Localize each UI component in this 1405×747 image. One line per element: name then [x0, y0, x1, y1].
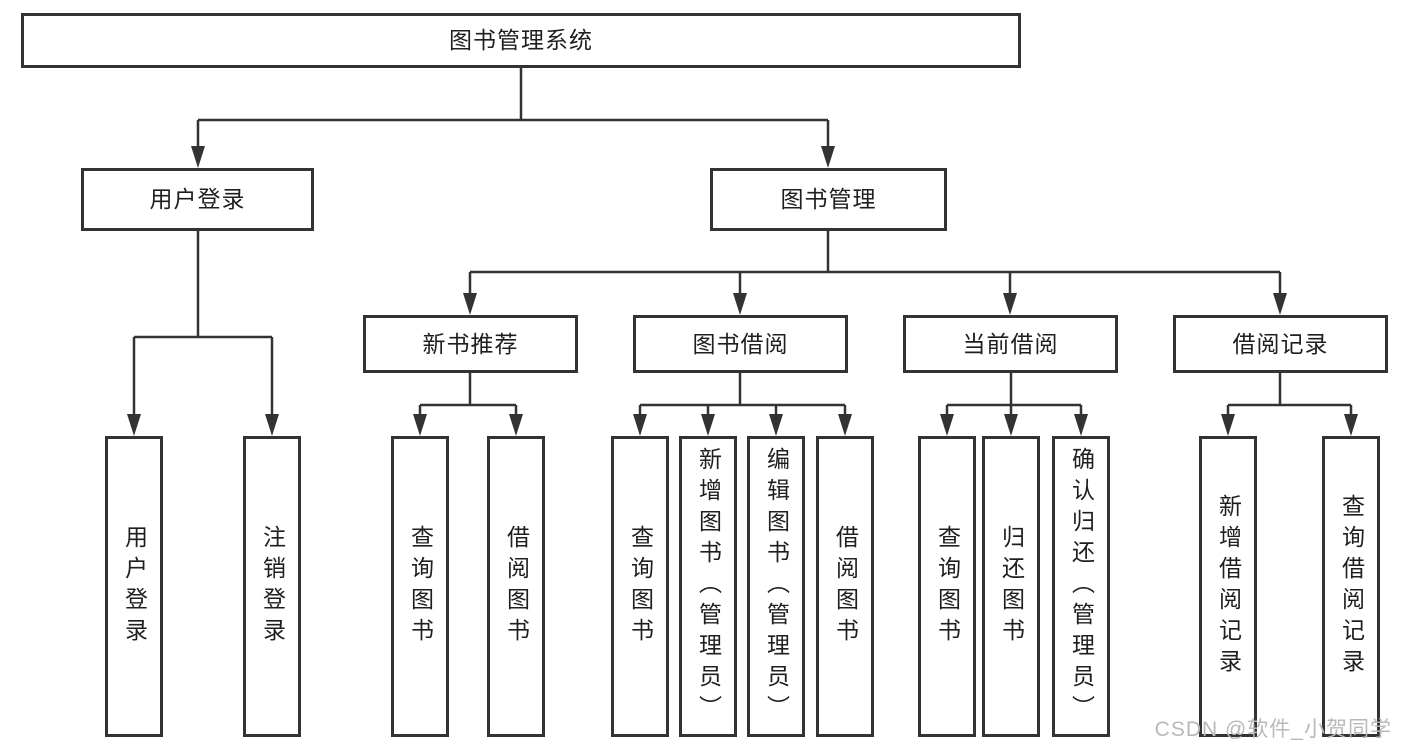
- node-current-borrow: 当前借阅: [903, 315, 1118, 373]
- node-borrow-records-label: 借阅记录: [1232, 330, 1329, 357]
- leaf-rec-borrow-book: 借阅图书: [487, 436, 545, 737]
- leaf-current-query-book-label: 查询图书: [934, 524, 961, 649]
- node-book-management: 图书管理: [710, 168, 947, 231]
- leaf-borrow-query-book: 查询图书: [611, 436, 669, 737]
- leaf-borrow-edit-book-admin: 编辑图书（管理员）: [747, 436, 805, 737]
- leaf-records-add-record-label: 新增借阅记录: [1215, 493, 1242, 680]
- node-current-borrow-label: 当前借阅: [962, 330, 1059, 357]
- leaf-rec-query-book-label: 查询图书: [407, 524, 434, 649]
- node-new-book-recommend: 新书推荐: [363, 315, 578, 373]
- node-book-management-label: 图书管理: [780, 186, 877, 212]
- leaf-records-add-record: 新增借阅记录: [1199, 436, 1257, 737]
- leaf-records-query-record: 查询借阅记录: [1322, 436, 1380, 737]
- node-borrow-records: 借阅记录: [1173, 315, 1388, 373]
- node-root-label: 图书管理系统: [449, 27, 593, 53]
- leaf-rec-query-book: 查询图书: [391, 436, 449, 737]
- node-book-borrow-label: 图书借阅: [692, 330, 789, 357]
- node-book-borrow: 图书借阅: [633, 315, 848, 373]
- csdn-watermark: CSDN @软件_小贺同学: [1154, 718, 1392, 741]
- leaf-logout-label: 注销登录: [259, 524, 286, 649]
- leaf-current-query-book: 查询图书: [918, 436, 976, 737]
- leaf-borrow-borrow-book: 借阅图书: [816, 436, 874, 737]
- leaf-borrow-borrow-book-label: 借阅图书: [832, 524, 859, 649]
- node-new-book-recommend-label: 新书推荐: [422, 330, 519, 357]
- leaf-rec-borrow-book-label: 借阅图书: [503, 524, 530, 649]
- leaf-records-query-record-label: 查询借阅记录: [1338, 493, 1365, 680]
- node-root-system: 图书管理系统: [21, 13, 1021, 68]
- node-user-login-label: 用户登录: [149, 186, 246, 212]
- leaf-logout: 注销登录: [243, 436, 301, 737]
- leaf-user-login: 用户登录: [105, 436, 163, 737]
- leaf-current-return-book: 归还图书: [982, 436, 1040, 737]
- leaf-borrow-add-book-admin-label: 新增图书（管理员）: [695, 447, 722, 726]
- leaf-current-confirm-return-admin: 确认归还（管理员）: [1052, 436, 1110, 737]
- leaf-user-login-label: 用户登录: [121, 524, 148, 649]
- leaf-borrow-add-book-admin: 新增图书（管理员）: [679, 436, 737, 737]
- node-user-login: 用户登录: [81, 168, 314, 231]
- leaf-current-return-book-label: 归还图书: [998, 524, 1025, 649]
- leaf-current-confirm-return-admin-label: 确认归还（管理员）: [1068, 447, 1095, 726]
- leaf-borrow-edit-book-admin-label: 编辑图书（管理员）: [763, 447, 790, 726]
- leaf-borrow-query-book-label: 查询图书: [627, 524, 654, 649]
